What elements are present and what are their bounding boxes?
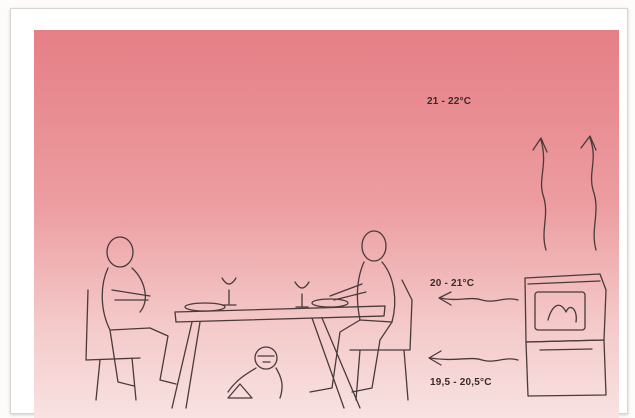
heat-arrow-bottom [428, 350, 519, 366]
seated-person-right [309, 230, 413, 401]
temperature-label-floor: 19,5 - 20,5°C [430, 377, 492, 388]
heat-gradient-background [34, 30, 619, 418]
crawling-baby [227, 346, 283, 399]
rising-heat-arrows [532, 135, 597, 251]
heat-arrow-middle [438, 291, 519, 306]
dining-table [171, 277, 386, 409]
wood-stove [524, 273, 607, 397]
temperature-label-ceiling: 21 - 22°C [427, 96, 472, 107]
temperature-label-middle: 20 - 21°C [430, 278, 475, 289]
seated-person-left [85, 236, 177, 401]
